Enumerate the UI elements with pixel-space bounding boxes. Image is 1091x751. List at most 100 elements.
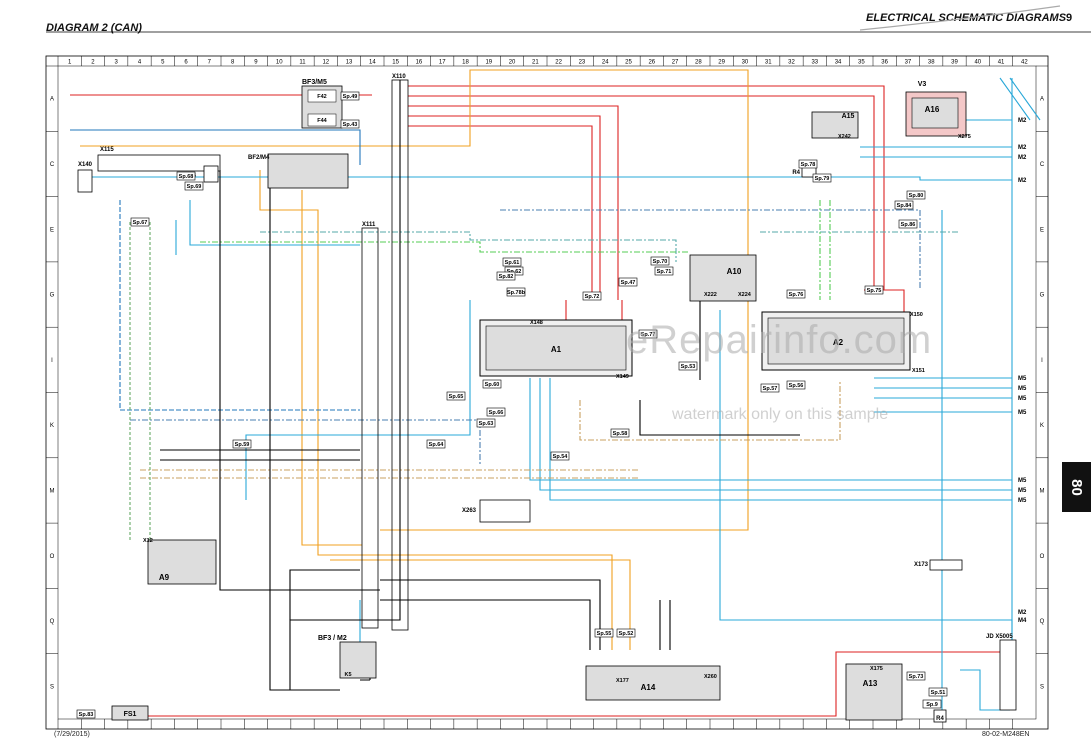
splice-label: Sp.68 [179,174,194,180]
splice-tag [616,628,636,638]
splice-label: Sp.56 [789,383,804,389]
splice-label: Sp.78 [801,162,816,168]
row-label: E [50,227,54,233]
sheet-ref: M5 [1018,498,1027,504]
connector-x263 [479,499,531,523]
splice-label: Sp.59 [235,442,250,448]
column-label: 27 [672,60,679,66]
sheet-ref: M2 [1018,118,1027,124]
column-label: 16 [416,60,423,66]
row-label: O [50,554,55,560]
column-label: 10 [276,60,283,66]
sheet-ref: M5 [1018,488,1027,494]
sheet-ref: M2 [1018,155,1027,161]
column-label: 22 [555,60,562,66]
column-label: 38 [928,60,935,66]
row-label: S [50,684,54,690]
row-label: M [50,488,55,494]
sheet-ref: M5 [1018,478,1027,484]
wire-black [659,600,671,650]
splice-label: Sp.73 [909,674,924,680]
wires [70,69,1041,717]
connector-label: X151 [912,368,925,374]
splice-tag [482,379,502,389]
column-label: 18 [462,60,469,66]
row-label: K [50,423,54,429]
splice-label: Sp.65 [449,394,464,400]
splice-tag [130,217,150,227]
column-label: 25 [625,60,632,66]
connector-label: X260 [704,674,717,680]
splice-label: Sp.51 [931,690,946,696]
splice-tag [594,628,614,638]
component-label: R4 [792,170,800,176]
row-label: I [1041,358,1043,364]
relay-bf3-m2 [339,641,377,679]
wire-red [565,300,623,320]
row-label: M [1040,488,1045,494]
component-label: X111 [362,222,376,228]
splice-label: Sp.47 [621,280,636,286]
module-a14 [585,665,721,701]
row-label: Q [1040,619,1045,625]
inner-label: F44 [317,118,327,124]
splice-label: Sp.70 [653,259,668,265]
column-label: 24 [602,60,609,66]
connector-label: X222 [704,292,717,298]
module-a10 [689,254,757,302]
diagram-title: DIAGRAM 2 (CAN) [46,22,142,34]
wire-black [639,400,800,436]
splice-label: Sp.71 [657,269,672,275]
splice-label: Sp.82 [499,274,514,280]
connector-label: X177 [616,678,629,684]
splice-tag [906,190,926,200]
wire-blue [960,669,1010,711]
column-label: 13 [346,60,353,66]
wire-blue [70,129,361,165]
wire-blue [874,377,1012,413]
splice-tag [618,277,638,287]
splice-label: Sp.52 [619,631,634,637]
splice-tag [650,256,670,266]
splice-tag [922,699,942,709]
wire-dashdot [130,419,481,466]
column-label: 11 [299,60,306,66]
column-label: 4 [138,60,142,66]
wire-red [408,105,619,300]
splice-tag [486,407,506,417]
splice-tag [928,687,948,697]
splice-label: Sp.77 [641,332,656,338]
splice-tag [426,439,446,449]
header-swoosh [859,5,1061,31]
sheet-ref: M5 [1018,396,1027,402]
resistor-r4 [203,165,219,183]
splice-label: Sp.64 [429,442,445,448]
row-label: Q [50,619,55,625]
row-label: I [51,358,53,364]
splice-label: Sp.67 [133,220,148,226]
connector-label: X224 [738,292,752,298]
column-label: 19 [485,60,492,66]
column-label: 36 [881,60,888,66]
wire-black [219,170,380,591]
module-a15 [811,111,859,139]
column-label: 6 [184,60,188,66]
connector-label: X12 [143,538,153,544]
inner-label: F42 [317,94,326,100]
wire-dashdot [260,231,960,262]
component-label: A16 [925,105,940,114]
splice-tag [610,428,630,438]
splice-tag [502,257,522,267]
connector-label: X275 [958,134,971,140]
component-label: A1 [551,345,562,354]
wire-blue [119,200,360,411]
wire-orange [259,170,380,556]
splice-tag [496,271,516,281]
splice-label: Sp.72 [585,294,600,300]
sheet-ref: M5 [1018,376,1027,382]
component-label: BF3 / M2 [318,635,347,642]
splice-label: Sp.79 [815,176,830,182]
component-label: X140 [78,162,93,168]
splice-tag [678,361,698,371]
column-label: 32 [788,60,795,66]
